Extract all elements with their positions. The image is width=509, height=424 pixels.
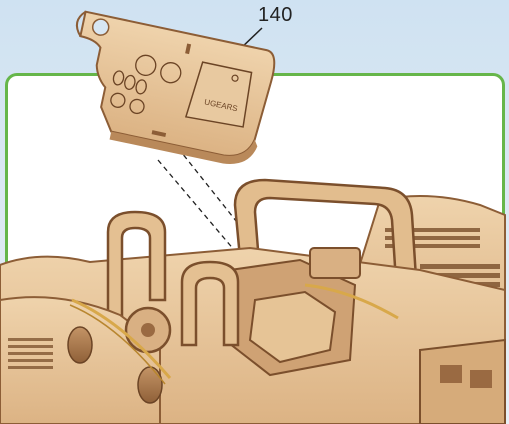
dashboard-panel-part: UGEARS <box>55 10 278 169</box>
wooden-car-model <box>0 180 505 424</box>
